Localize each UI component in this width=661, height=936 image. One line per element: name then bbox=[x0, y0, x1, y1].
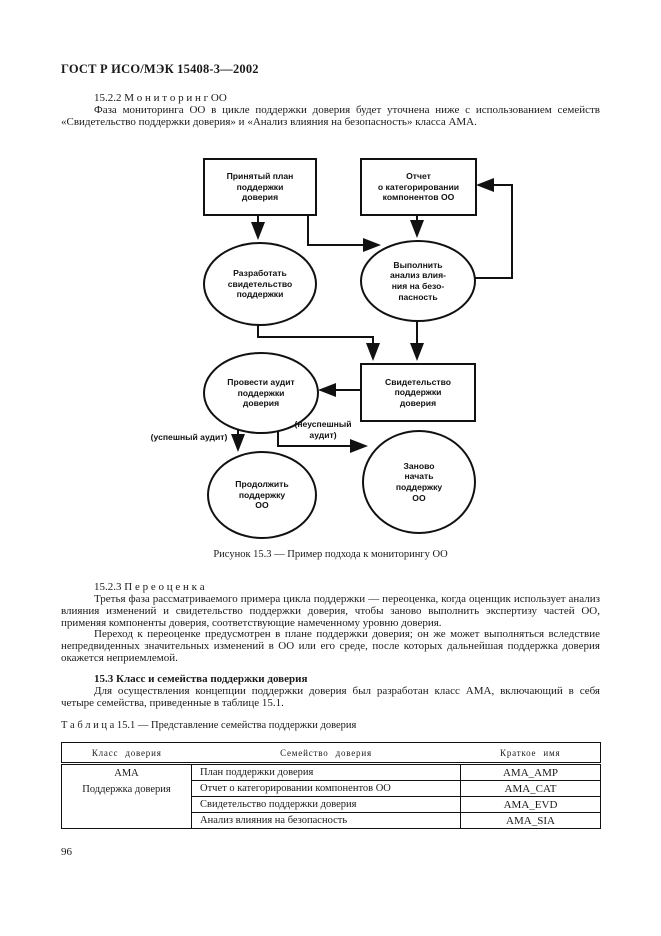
table-row: Отчет о категорировании компонентов ОО A… bbox=[62, 780, 601, 797]
section-heading-15-2-2: 15.2.2 М о н и т о р и н г ОО bbox=[94, 92, 227, 104]
node-maintenance-evidence: Свидетельство поддержки доверия bbox=[360, 363, 476, 422]
column-header-shortname: Краткое имя bbox=[460, 742, 601, 765]
paragraph: Фаза мониторинга ОО в цикле поддержки до… bbox=[61, 104, 600, 128]
paragraph: Для осуществления концепции поддержки до… bbox=[61, 685, 600, 709]
shortname-cell: AMA_EVD bbox=[460, 796, 601, 813]
family-cell: Отчет о категорировании компонентов ОО bbox=[191, 780, 461, 797]
label-successful-audit: (успешный аудит) bbox=[150, 432, 228, 442]
document-title: ГОСТ Р ИСО/МЭК 15408-3—2002 bbox=[61, 62, 259, 76]
label-unsuccessful-audit: (неуспешный аудит) bbox=[294, 419, 352, 440]
section-15-2-3: 15.2.3 П е р е о ц е н к а Третья фаза р… bbox=[61, 581, 600, 665]
table-caption: Т а б л и ц а 15.1 — Представление семей… bbox=[61, 720, 357, 731]
family-cell: Свидетельство поддержки доверия bbox=[191, 796, 461, 813]
node-continue-maintenance: Продолжить поддержку ОО bbox=[207, 451, 317, 539]
assurance-family-table: Класс доверия Семейство доверия Краткое … bbox=[61, 742, 601, 829]
shortname-cell: AMA_AMP bbox=[502, 766, 558, 779]
figure-caption: Рисунок 15.3 — Пример подхода к монитори… bbox=[213, 549, 448, 560]
node-security-impact-analysis: Выполнить анализ влия- ния на безо- пасн… bbox=[360, 240, 476, 322]
column-header-class: Класс доверия bbox=[61, 742, 192, 765]
paragraph: Третья фаза рассматриваемого примера цик… bbox=[61, 593, 600, 629]
table-row: АМА Поддержка доверия План поддержки дов… bbox=[61, 763, 601, 829]
node-restart-maintenance: Заново начать поддержку ОО bbox=[362, 430, 476, 534]
node-accepted-plan: Принятый план поддержки доверия bbox=[203, 158, 317, 216]
table-header-row: Класс доверия Семейство доверия Краткое … bbox=[61, 742, 601, 765]
section-15-2-2: 15.2.2 М о н и т о р и н г ОО Фаза монит… bbox=[61, 92, 600, 129]
page-number: 96 bbox=[61, 846, 72, 858]
family-cell: Анализ влияния на безопасность bbox=[191, 812, 461, 829]
node-audit: Провести аудит поддержки доверия bbox=[203, 352, 319, 434]
section-heading-15-2-3: 15.2.3 П е р е о ц е н к а bbox=[94, 581, 205, 593]
monitoring-flow-diagram: Принятый план поддержки доверия Отчет о … bbox=[0, 150, 661, 550]
section-heading-15-3: 15.3 Класс и семейства поддержки доверия bbox=[94, 673, 308, 685]
table-row: Свидетельство поддержки доверия AMA_EVD bbox=[62, 796, 601, 813]
table-row: Анализ влияния на безопасность AMA_SIA bbox=[62, 812, 601, 829]
shortname-cell: AMA_SIA bbox=[460, 812, 601, 829]
node-categorisation-report: Отчет о категорировании компонентов ОО bbox=[360, 158, 477, 216]
class-cell: АМА Поддержка доверия bbox=[61, 763, 192, 829]
column-header-family: Семейство доверия bbox=[191, 742, 461, 765]
flow-arrows bbox=[231, 178, 513, 453]
section-15-3: 15.3 Класс и семейства поддержки доверия… bbox=[61, 673, 600, 710]
family-cell: План поддержки доверия bbox=[191, 763, 461, 781]
node-develop-evidence: Разработать свидетельство поддержки bbox=[203, 242, 317, 326]
paragraph: Переход к переоценке предусмотрен в план… bbox=[61, 628, 600, 664]
shortname-cell: AMA_CAT bbox=[460, 780, 601, 797]
